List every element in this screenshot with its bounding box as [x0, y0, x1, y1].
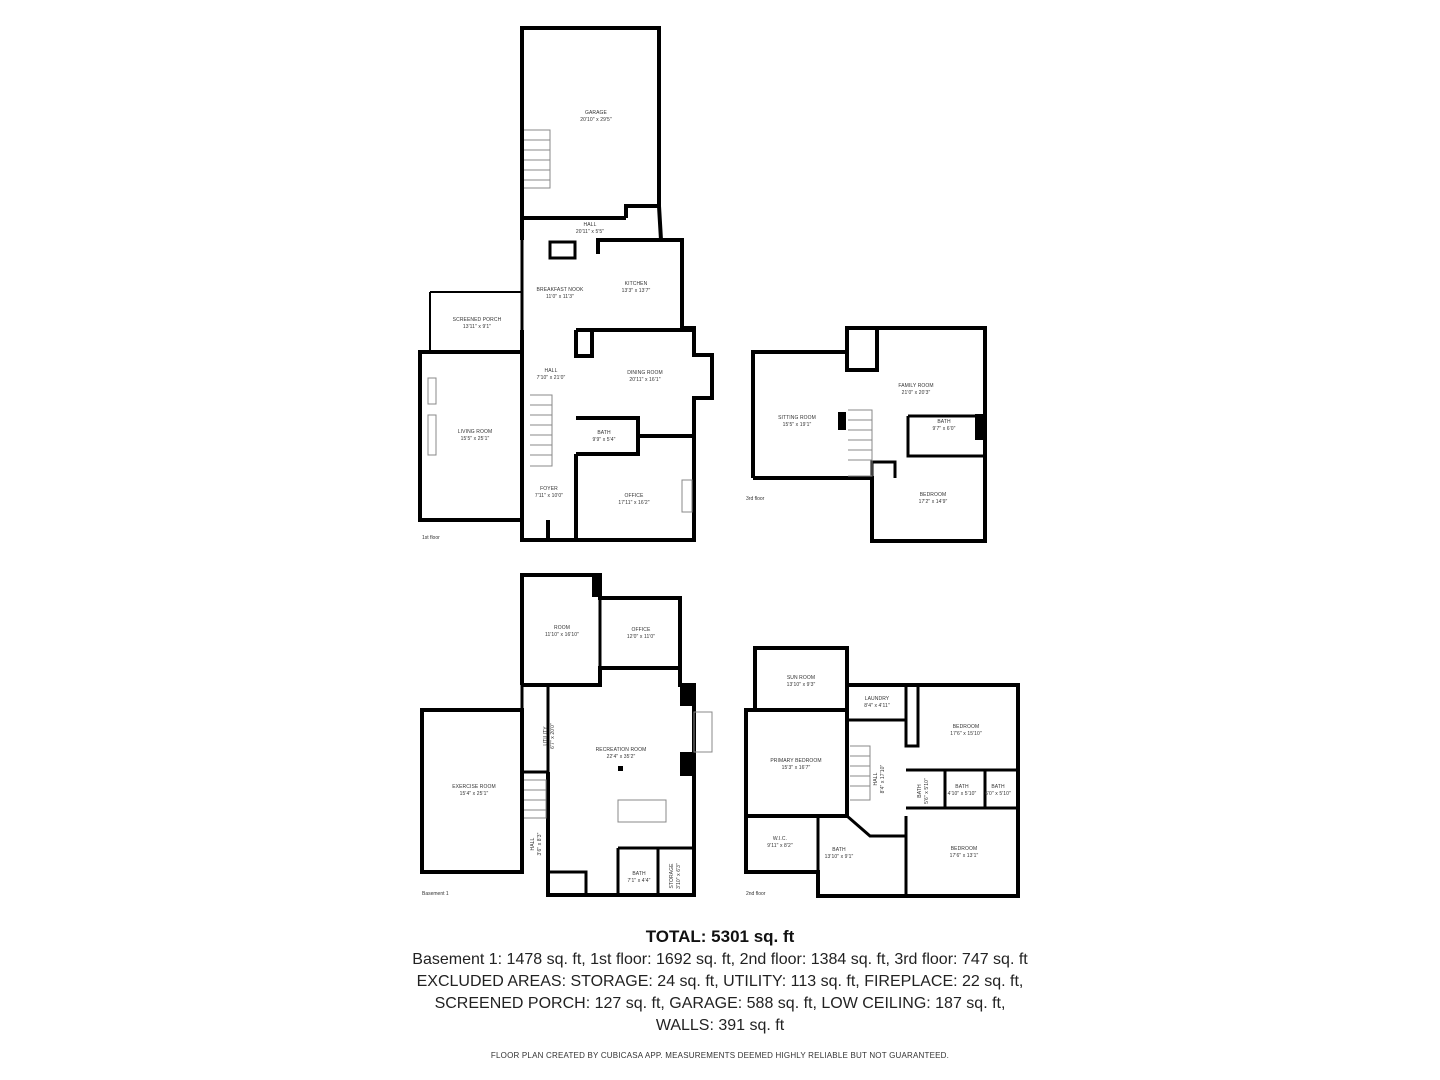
second-floor-walls: [744, 646, 1020, 898]
excluded-areas-line-1: EXCLUDED AREAS: STORAGE: 24 sq. ft, UTIL…: [416, 973, 1024, 990]
first-floor-walls: [418, 26, 714, 542]
floor-tag-basement: Basement 1: [422, 891, 449, 897]
fireplaces: [592, 412, 985, 776]
floor-plan-walls: [418, 26, 1020, 898]
basement-walls: [420, 573, 696, 897]
room-label-wic: W.I.C.9'11" x 8'2": [767, 836, 793, 849]
floor-tag-second: 2nd floor: [746, 891, 766, 897]
area-summary: TOTAL: 5301 sq. ft Basement 1: 1478 sq. …: [0, 925, 1440, 1061]
fixtures: [427, 377, 713, 823]
floor-tag-third: 3rd floor: [746, 496, 765, 502]
excluded-areas-line-3: WALLS: 391 sq. ft: [655, 1017, 785, 1034]
third-floor-walls: [751, 326, 987, 543]
floor-areas: Basement 1: 1478 sq. ft, 1st floor: 1692…: [412, 951, 1028, 968]
excluded-areas-line-2: SCREENED PORCH: 127 sq. ft, GARAGE: 588 …: [434, 995, 1006, 1012]
disclaimer: FLOOR PLAN CREATED BY CUBICASA APP. MEAS…: [490, 1051, 950, 1060]
stairs: [524, 129, 873, 819]
total-area: TOTAL: 5301 sq. ft: [645, 927, 795, 946]
floor-tag-first: 1st floor: [422, 535, 440, 541]
